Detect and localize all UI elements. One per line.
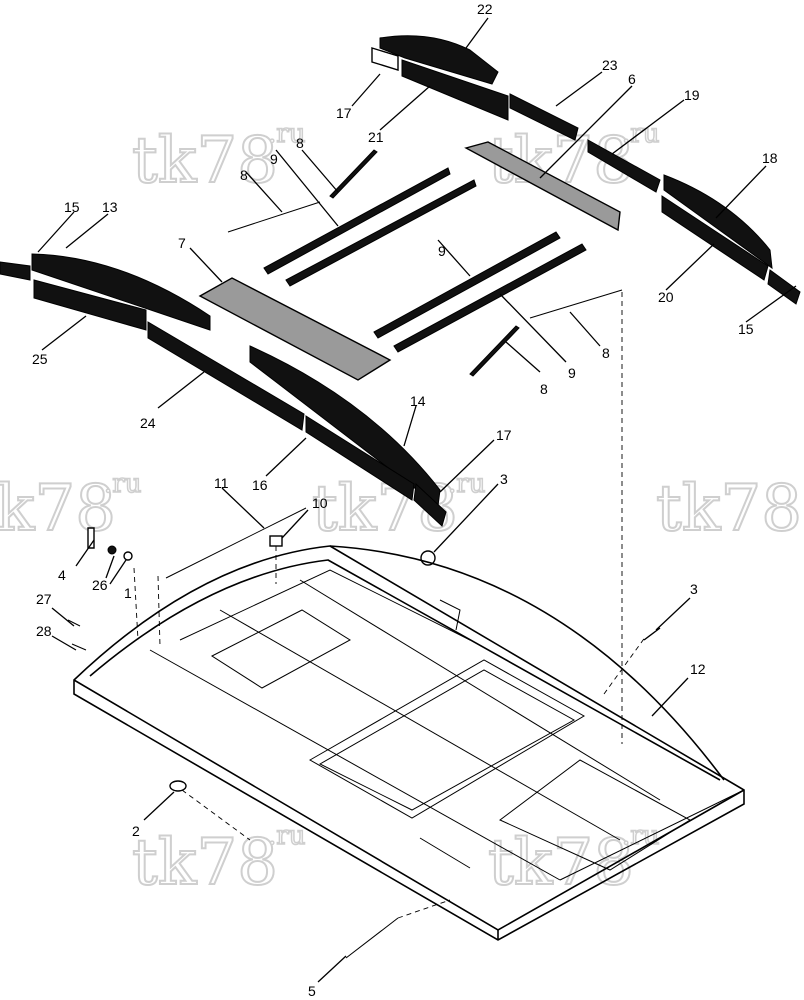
strip-9: [285, 179, 477, 287]
clip-10: [269, 535, 283, 547]
callout-26: 26: [92, 577, 108, 593]
callout-13: 13: [102, 199, 118, 215]
callout-12: 12: [690, 661, 706, 677]
callout-17: 17: [336, 105, 352, 121]
callout-11: 11: [214, 475, 229, 491]
pin-27: [67, 619, 81, 627]
callout-9: 9: [270, 151, 278, 167]
callout-8: 8: [540, 381, 548, 397]
watermarks: tk78 .ru tk78 .ru tk78 .ru tk78 .ru tk78…: [0, 118, 803, 901]
roof-frame-12: [73, 545, 745, 941]
trim-strip-20: [661, 195, 769, 281]
callout-5: 5: [308, 983, 316, 999]
trim-strip-22: [379, 35, 499, 85]
rod-11: [165, 507, 307, 579]
washer-26: [107, 545, 117, 555]
pin-28: [71, 643, 87, 651]
watermark-main: tk78: [132, 826, 278, 900]
watermark-suffix: .ru: [104, 469, 141, 499]
callout-8: 8: [240, 167, 248, 183]
watermark-main: tk78: [132, 124, 278, 198]
watermark-main: tk78: [488, 826, 634, 900]
trim-strip-23: [509, 93, 579, 141]
strip-8: [329, 149, 378, 199]
callout-8: 8: [602, 345, 610, 361]
callout-8: 8: [296, 135, 304, 151]
callout-18: 18: [762, 150, 778, 166]
alignment-line: [603, 635, 647, 695]
callout-15: 15: [738, 321, 754, 337]
callout-24: 24: [140, 415, 156, 431]
strip-9: [373, 231, 561, 339]
callout-22: 22: [477, 1, 493, 17]
alignment-line: [133, 567, 139, 641]
callout-15: 15: [64, 199, 80, 215]
watermark-suffix: .ru: [622, 821, 659, 851]
bracket-17-top: [371, 47, 399, 71]
alignment-line: [397, 899, 451, 919]
callout-19: 19: [684, 87, 700, 103]
pad-7: [198, 277, 392, 381]
callout-14: 14: [410, 393, 426, 409]
callout-16: 16: [252, 477, 268, 493]
trim-end-15-left: [0, 261, 31, 281]
watermark-suffix: .ru: [268, 119, 305, 149]
trim-strip-13: [31, 253, 211, 331]
callouts: 22 17 21 23 6 19 18 20 15 9 8 8 9 9 8 8 …: [32, 1, 778, 999]
nut-1: [123, 551, 133, 561]
watermark-main: tk78: [656, 472, 802, 546]
strip-8: [529, 289, 623, 319]
trim-end-17: [413, 482, 447, 527]
callout-2: 2: [132, 823, 140, 839]
trim-strip-18: [663, 174, 773, 270]
strip-9: [263, 167, 451, 275]
trim-strip-19: [587, 139, 661, 193]
trim-strip-21: [401, 59, 509, 121]
callout-25: 25: [32, 351, 48, 367]
callout-27: 27: [36, 591, 52, 607]
watermark-suffix: .ru: [448, 469, 485, 499]
spring-3: [643, 627, 661, 641]
callout-4: 4: [58, 567, 66, 583]
callout-9: 9: [438, 243, 446, 259]
callout-6: 6: [628, 71, 636, 87]
callout-7: 7: [178, 235, 186, 251]
alignment-line: [157, 575, 161, 647]
callout-1: 1: [124, 585, 132, 601]
strip-8: [469, 325, 520, 377]
trim-strip-24: [147, 321, 305, 431]
callout-23: 23: [602, 57, 618, 73]
harness-5: [345, 917, 399, 959]
trim-strip-14: [249, 345, 441, 507]
callout-28: 28: [36, 623, 52, 639]
leader-lines: [37, 17, 797, 983]
callout-3: 3: [690, 581, 698, 597]
strip-8: [227, 201, 321, 233]
callout-21: 21: [368, 129, 384, 145]
callout-9: 9: [568, 365, 576, 381]
trim-strip-25: [33, 279, 147, 331]
callout-3: 3: [500, 471, 508, 487]
trim-strip-16: [305, 415, 415, 501]
trim-end-15-right: [767, 269, 801, 305]
watermark-suffix: .ru: [622, 119, 659, 149]
grommet-2: [169, 780, 187, 792]
callout-10: 10: [312, 495, 328, 511]
pad-6: [464, 141, 621, 232]
strip-9: [393, 243, 587, 353]
watermark-main: tk78: [0, 472, 116, 546]
callout-17: 17: [496, 427, 512, 443]
callout-20: 20: [658, 289, 674, 305]
